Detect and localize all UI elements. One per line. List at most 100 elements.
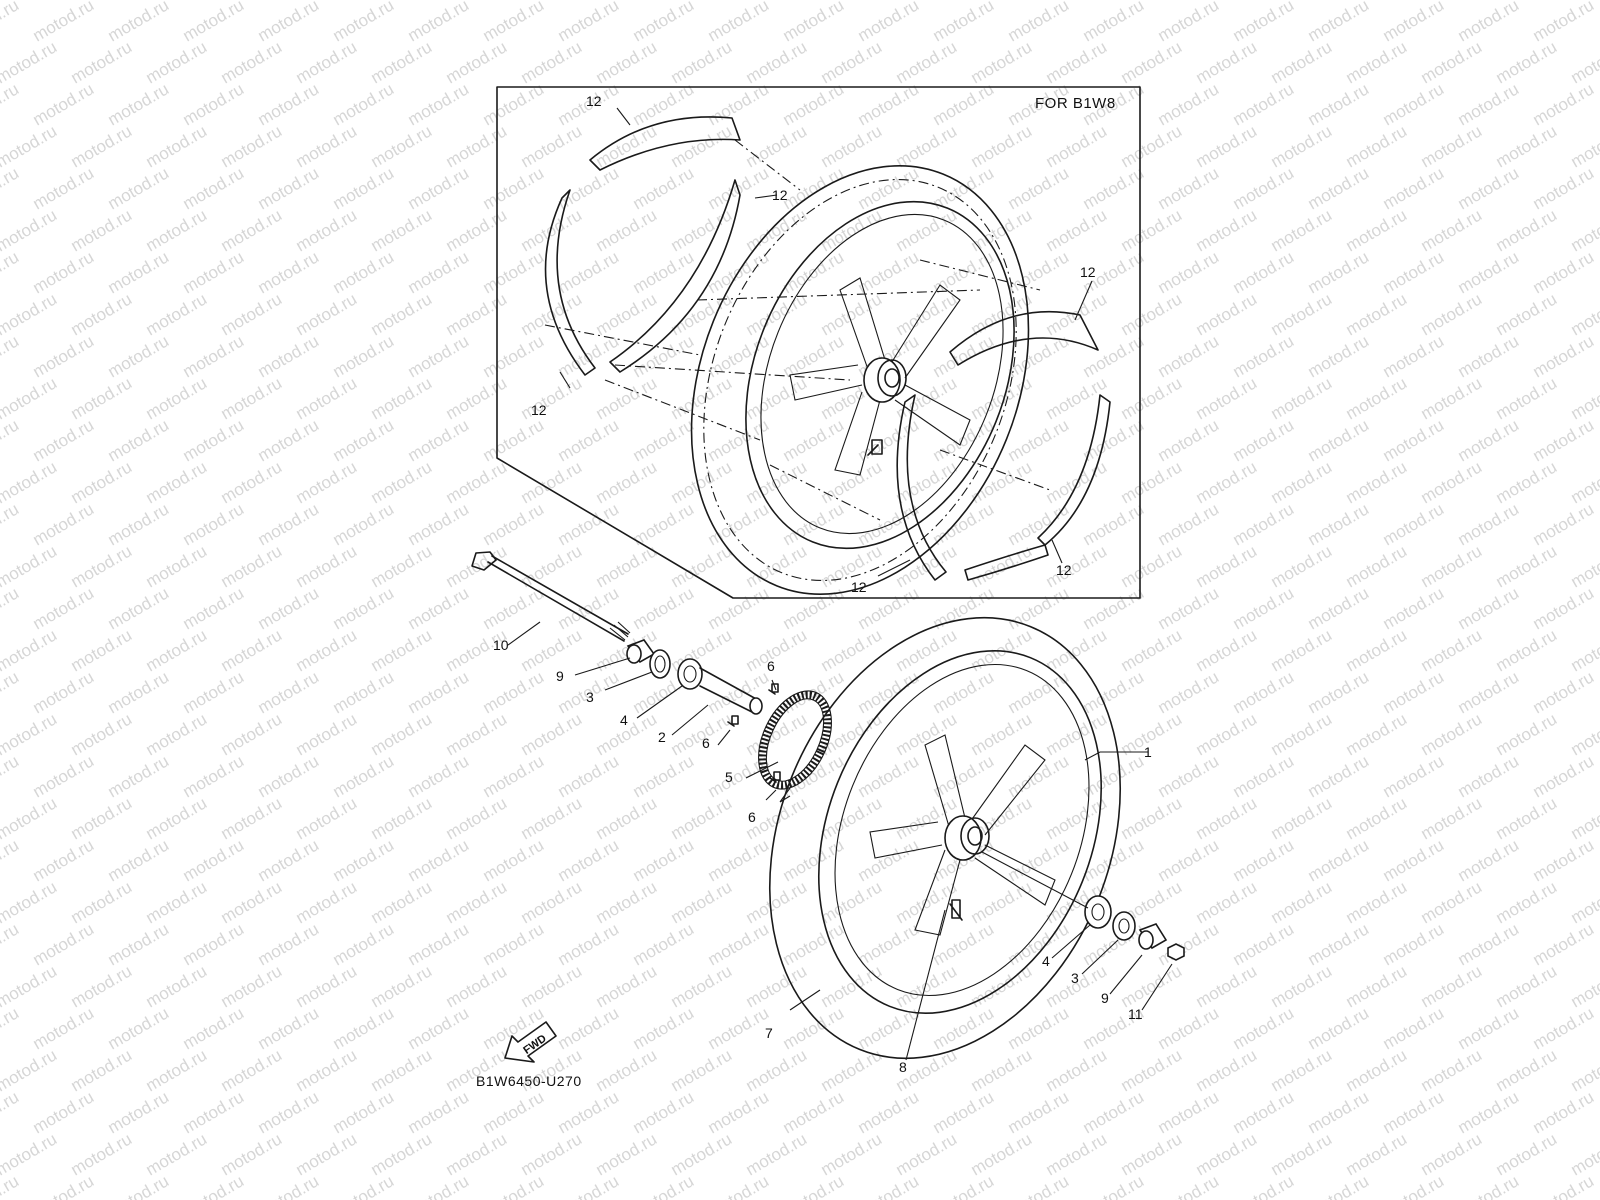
watermark-text: motod.ru: [1193, 709, 1261, 759]
watermark-text: motod.ru: [68, 961, 136, 1011]
watermark-text: motod.ru: [1455, 751, 1523, 801]
watermark-text: motod.ru: [368, 37, 436, 87]
watermark-text: motod.ru: [1418, 709, 1486, 759]
watermark-text: motod.ru: [1530, 1087, 1598, 1137]
watermark-text: motod.ru: [968, 709, 1036, 759]
watermark-text: motod.ru: [405, 1003, 473, 1053]
watermark-text: motod.ru: [443, 205, 511, 255]
watermark-text: motod.ru: [555, 331, 623, 381]
watermark-text: motod.ru: [480, 835, 548, 885]
watermark-text: motod.ru: [818, 121, 886, 171]
watermark-text: motod.ru: [1568, 37, 1600, 87]
watermark-text: motod.ru: [443, 373, 511, 423]
watermark-text: motod.ru: [1305, 0, 1373, 45]
watermark-text: motod.ru: [930, 1087, 998, 1137]
watermark-text: motod.ru: [0, 541, 60, 591]
watermark-text: motod.ru: [1455, 667, 1523, 717]
diagram-code: B1W6450-U270: [476, 1073, 582, 1089]
watermark-text: motod.ru: [1230, 499, 1298, 549]
watermark-text: motod.ru: [105, 499, 173, 549]
watermark-text: motod.ru: [518, 373, 586, 423]
watermark-text: motod.ru: [630, 415, 698, 465]
watermark-text: motod.ru: [1155, 247, 1223, 297]
watermark-text: motod.ru: [105, 331, 173, 381]
watermark-text: motod.ru: [1118, 289, 1186, 339]
watermark-text: motod.ru: [0, 793, 60, 843]
watermark-text: motod.ru: [218, 625, 286, 675]
watermark-text: motod.ru: [1380, 919, 1448, 969]
watermark-text: motod.ru: [218, 793, 286, 843]
watermark-text: motod.ru: [668, 877, 736, 927]
watermark-text: motod.ru: [443, 457, 511, 507]
watermark-text: motod.ru: [1305, 583, 1373, 633]
watermark-text: motod.ru: [180, 247, 248, 297]
watermark-text: motod.ru: [1193, 1129, 1261, 1179]
label-2: 2: [658, 729, 666, 745]
watermark-text: motod.ru: [143, 121, 211, 171]
watermark-text: motod.ru: [1043, 37, 1111, 87]
watermark-text: motod.ru: [405, 583, 473, 633]
watermark-text: motod.ru: [1005, 583, 1073, 633]
watermark-text: motod.ru: [968, 877, 1036, 927]
label-11: 11: [1128, 1006, 1143, 1022]
watermark-text: motod.ru: [0, 583, 22, 633]
watermark-text: motod.ru: [518, 121, 586, 171]
watermark-text: motod.ru: [893, 37, 961, 87]
watermark-text: motod.ru: [330, 751, 398, 801]
watermark-text: motod.ru: [293, 289, 361, 339]
watermark-text: motod.ru: [1080, 583, 1148, 633]
watermark-text: motod.ru: [0, 499, 22, 549]
watermark-text: motod.ru: [105, 667, 173, 717]
watermark-text: motod.ru: [818, 625, 886, 675]
watermark-text: motod.ru: [1193, 793, 1261, 843]
watermark-text: motod.ru: [30, 79, 98, 129]
watermark-text: motod.ru: [1343, 121, 1411, 171]
watermark-text: motod.ru: [1568, 961, 1600, 1011]
watermark-text: motod.ru: [1530, 751, 1598, 801]
watermark-text: motod.ru: [668, 1129, 736, 1179]
watermark-text: motod.ru: [1568, 625, 1600, 675]
watermark-text: motod.ru: [368, 961, 436, 1011]
watermark-text: motod.ru: [743, 709, 811, 759]
watermark-text: motod.ru: [1418, 289, 1486, 339]
watermark-text: motod.ru: [30, 415, 98, 465]
watermark-text: motod.ru: [1005, 1171, 1073, 1200]
watermark-text: motod.ru: [668, 793, 736, 843]
watermark-text: motod.ru: [1230, 415, 1298, 465]
watermark-text: motod.ru: [1493, 877, 1561, 927]
watermark-text: motod.ru: [968, 1129, 1036, 1179]
watermark-text: motod.ru: [705, 919, 773, 969]
watermark-text: motod.ru: [668, 457, 736, 507]
watermark-text: motod.ru: [218, 121, 286, 171]
label-12c: 12: [1080, 264, 1096, 280]
watermark-text: motod.ru: [480, 751, 548, 801]
watermark-text: motod.ru: [555, 751, 623, 801]
watermark-text: motod.ru: [180, 919, 248, 969]
label-6b: 6: [702, 735, 710, 751]
watermark-text: motod.ru: [818, 205, 886, 255]
watermark-text: motod.ru: [705, 583, 773, 633]
watermark-text: motod.ru: [368, 793, 436, 843]
watermark-text: motod.ru: [855, 247, 923, 297]
watermark-text: motod.ru: [630, 919, 698, 969]
watermark-text: motod.ru: [705, 1171, 773, 1200]
watermark-text: motod.ru: [480, 331, 548, 381]
watermark-text: motod.ru: [1493, 709, 1561, 759]
watermark-text: motod.ru: [743, 37, 811, 87]
watermark-text: motod.ru: [0, 331, 22, 381]
watermark-text: motod.ru: [1155, 0, 1223, 45]
label-7: 7: [765, 1025, 773, 1041]
watermark-text: motod.ru: [1455, 1003, 1523, 1053]
watermark-text: motod.ru: [180, 1087, 248, 1137]
watermark-text: motod.ru: [818, 877, 886, 927]
watermark-text: motod.ru: [293, 373, 361, 423]
watermark-text: motod.ru: [1155, 919, 1223, 969]
watermark-text: motod.ru: [1193, 457, 1261, 507]
watermark-text: motod.ru: [1193, 541, 1261, 591]
inset-wheel-illustration: [544, 139, 1051, 595]
watermark-text: motod.ru: [105, 583, 173, 633]
watermark-text: motod.ru: [218, 541, 286, 591]
watermark-text: motod.ru: [180, 835, 248, 885]
watermark-text: motod.ru: [0, 37, 60, 87]
watermark-text: motod.ru: [1530, 331, 1598, 381]
